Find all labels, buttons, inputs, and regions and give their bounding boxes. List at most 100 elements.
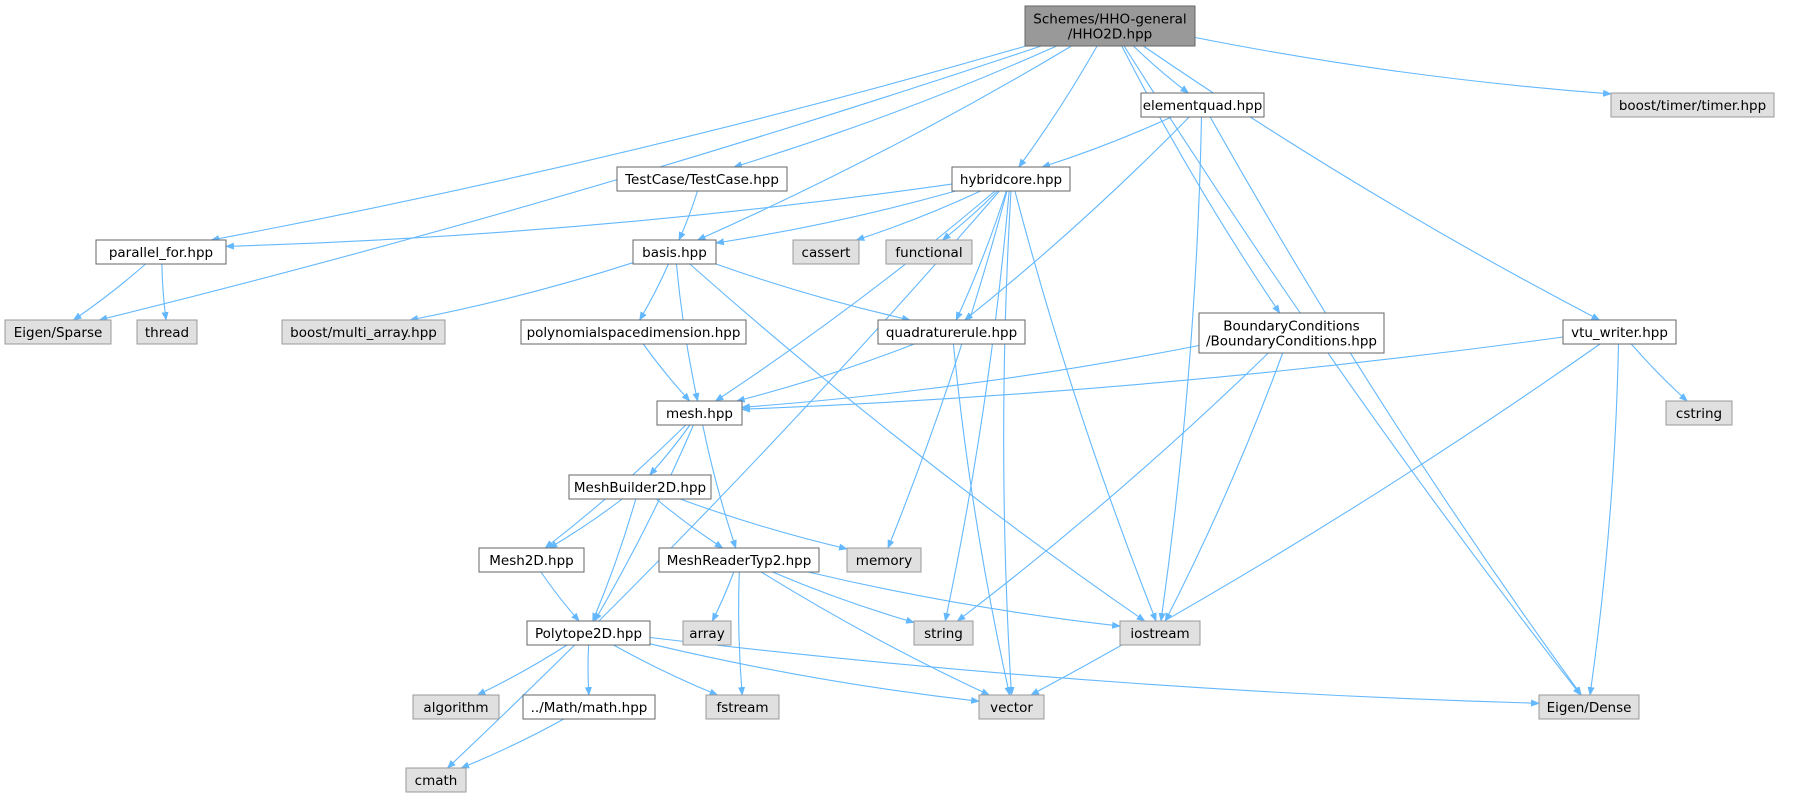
- node-label-functional: functional: [895, 245, 962, 261]
- node-box-boost_multi_array: [281, 319, 446, 345]
- edge-hybridcore-to-string: [943, 190, 1010, 622]
- node-polytope[interactable]: Polytope2D.hpp: [526, 620, 651, 646]
- edge-polytope-to-fstream: [613, 644, 719, 696]
- node-box-cassert: [792, 239, 860, 265]
- edge-mesh-to-meshbuilder: [649, 424, 691, 476]
- edge-parallel_for-to-thread: [161, 263, 169, 321]
- node-testcase[interactable]: TestCase/TestCase.hpp: [616, 166, 788, 192]
- edge-hybridcore-to-functional: [941, 190, 998, 241]
- node-box-basis: [632, 239, 717, 265]
- node-functional: functional: [885, 239, 973, 265]
- node-label-eigen_sparse: Eigen/Sparse: [14, 325, 103, 341]
- edge-root-to-boost_timer: [1194, 36, 1612, 97]
- node-fstream: fstream: [705, 694, 780, 720]
- node-box-boost_timer: [1610, 92, 1775, 118]
- edge-meshreader-to-iostream: [808, 571, 1121, 629]
- edge-boundary-to-iostream: [1164, 352, 1284, 622]
- edge-hybridcore-to-cmath: [446, 190, 1000, 769]
- node-label-memory: memory: [856, 553, 912, 569]
- node-label-root: Schemes/HHO-general: [1033, 12, 1186, 28]
- node-string: string: [913, 620, 974, 646]
- edge-vtu_writer-to-mesh: [741, 336, 1564, 413]
- edge-elementquad-to-iostream: [1158, 116, 1203, 622]
- edge-root-to-eigen_dense: [1123, 45, 1582, 696]
- node-hybridcore[interactable]: hybridcore.hpp: [951, 166, 1071, 192]
- node-label-cstring: cstring: [1676, 406, 1722, 422]
- edge-polytope-to-eigen_dense: [649, 636, 1540, 707]
- node-box-mesh: [656, 400, 743, 426]
- node-vtu_writer[interactable]: vtu_writer.hpp: [1562, 319, 1677, 345]
- node-label-mathhpp: ../Math/math.hpp: [531, 700, 648, 716]
- edge-meshbuilder-to-polytope: [592, 498, 637, 622]
- node-label-array: array: [689, 626, 724, 642]
- edge-meshreader-to-fstream: [738, 571, 746, 696]
- edge-hybridcore-to-mesh: [714, 190, 996, 402]
- edge-meshbuilder-to-mesh2d: [548, 498, 623, 549]
- edge-meshreader-to-array: [711, 571, 735, 622]
- node-label-cmath: cmath: [415, 773, 458, 789]
- node-elementquad[interactable]: elementquad.hpp: [1140, 92, 1265, 118]
- node-cstring: cstring: [1665, 400, 1733, 426]
- edge-vtu_writer-to-cstring: [1630, 343, 1688, 402]
- node-label-cassert: cassert: [802, 245, 851, 261]
- node-basis[interactable]: basis.hpp: [632, 239, 717, 265]
- node-box-eigen_dense: [1538, 694, 1640, 720]
- node-label-mesh2d: Mesh2D.hpp: [489, 553, 574, 569]
- node-box-array: [682, 620, 732, 646]
- node-root[interactable]: Schemes/HHO-general/HHO2D.hpp: [1024, 5, 1196, 47]
- node-label-quadrule: quadraturerule.hpp: [886, 325, 1017, 341]
- node-box-boundary: [1198, 312, 1385, 354]
- edge-root-to-elementquad: [1133, 45, 1190, 94]
- edge-hybridcore-to-vector: [1003, 190, 1015, 696]
- node-label-meshreader: MeshReaderTyp2.hpp: [667, 553, 812, 569]
- node-boundary[interactable]: BoundaryConditions/BoundaryConditions.hp…: [1198, 312, 1385, 354]
- node-mesh[interactable]: mesh.hpp: [656, 400, 743, 426]
- node-box-mathhpp: [522, 694, 656, 720]
- edge-mesh-to-meshreader: [702, 424, 737, 549]
- edge-polytope-to-vector: [649, 643, 980, 704]
- node-meshreader[interactable]: MeshReaderTyp2.hpp: [658, 547, 820, 573]
- node-label-elementquad: elementquad.hpp: [1143, 98, 1263, 114]
- edge-meshbuilder-to-meshreader: [655, 498, 724, 549]
- node-polyspacedim[interactable]: polynomialspacedimension.hpp: [520, 319, 747, 345]
- node-algorithm: algorithm: [412, 694, 500, 720]
- node-box-meshbuilder: [568, 474, 712, 500]
- edge-root-to-eigen_sparse: [98, 45, 1042, 322]
- node-vector: vector: [978, 694, 1045, 720]
- edge-elementquad-to-hybridcore: [1041, 116, 1172, 168]
- edge-polytope-to-algorithm: [476, 644, 568, 696]
- node-cassert: cassert: [792, 239, 860, 265]
- edge-hybridcore-to-cassert: [855, 190, 981, 241]
- node-label-boost_multi_array: boost/multi_array.hpp: [290, 325, 437, 341]
- node-box-vtu_writer: [1562, 319, 1677, 345]
- node-meshbuilder[interactable]: MeshBuilder2D.hpp: [568, 474, 712, 500]
- edge-root-to-basis: [696, 45, 1072, 241]
- node-eigen_sparse: Eigen/Sparse: [4, 319, 112, 345]
- node-box-root: [1024, 5, 1196, 47]
- edge-meshreader-to-string: [772, 571, 915, 624]
- node-box-iostream: [1119, 620, 1201, 646]
- node-label-string: string: [924, 626, 963, 642]
- node-label-vtu_writer: vtu_writer.hpp: [1571, 325, 1668, 341]
- edge-root-to-hybridcore: [1018, 45, 1098, 168]
- node-iostream: iostream: [1119, 620, 1201, 646]
- edge-meshreader-to-vector: [760, 571, 991, 696]
- node-box-mesh2d: [478, 547, 585, 573]
- edge-root-to-parallel_for: [210, 45, 1027, 242]
- node-boost_multi_array: boost/multi_array.hpp: [281, 319, 446, 345]
- edge-boundary-to-string: [956, 352, 1269, 622]
- node-box-hybridcore: [951, 166, 1071, 192]
- edge-mathhpp-to-cmath: [460, 718, 565, 769]
- node-box-polyspacedim: [520, 319, 747, 345]
- edge-basis-to-iostream: [689, 263, 1146, 622]
- edge-vtu_writer-to-eigen_dense: [1587, 343, 1620, 696]
- node-label-iostream: iostream: [1130, 626, 1189, 642]
- node-mesh2d[interactable]: Mesh2D.hpp: [478, 547, 585, 573]
- node-quadrule[interactable]: quadraturerule.hpp: [877, 319, 1026, 345]
- node-box-algorithm: [412, 694, 500, 720]
- edge-quadrule-to-vector: [952, 343, 1012, 696]
- node-label-meshbuilder: MeshBuilder2D.hpp: [574, 480, 706, 496]
- node-parallel_for[interactable]: parallel_for.hpp: [95, 239, 227, 265]
- node-label-boundary: BoundaryConditions: [1223, 319, 1359, 335]
- node-mathhpp[interactable]: ../Math/math.hpp: [522, 694, 656, 720]
